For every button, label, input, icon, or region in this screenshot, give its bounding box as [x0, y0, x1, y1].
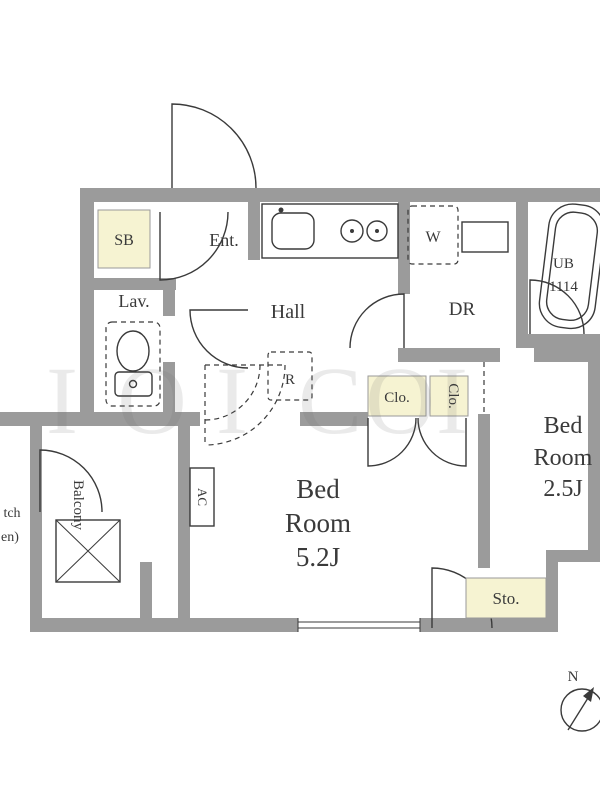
- bedroom-main-label-line3: 5.2J: [296, 542, 340, 572]
- stove-burner-dot: [375, 229, 379, 233]
- bedroom-sub-label-line3: 2.5J: [543, 476, 582, 502]
- toilet-tank: [114, 371, 153, 397]
- hatch-cross: [55, 519, 121, 583]
- toilet-flush: [128, 379, 138, 389]
- wall-segment: [30, 618, 140, 632]
- watermark-letter: O: [365, 347, 434, 454]
- closet-b-box: [429, 375, 469, 417]
- fridge-dash-box: [267, 351, 313, 401]
- compass-n-label: N: [568, 669, 579, 685]
- stove-burner-icon: [366, 220, 388, 242]
- wall-segment: [546, 550, 600, 562]
- ac-label: AC: [195, 488, 210, 506]
- shoe-box: [97, 209, 151, 269]
- wall-segment: [248, 202, 260, 260]
- wall-segment: [178, 412, 190, 618]
- wall-segment: [140, 618, 298, 632]
- watermark: I O I C O I: [46, 347, 468, 454]
- stove-burner-icon: [340, 219, 364, 243]
- watermark-letter: C: [298, 347, 362, 454]
- wall-segment: [163, 290, 175, 316]
- kitchen-clipped-label-1: tch: [3, 506, 20, 521]
- closet-door-arc-right: [417, 417, 467, 467]
- hall-label: Hall: [271, 301, 306, 323]
- dashed-arc: [204, 364, 261, 421]
- kitchen-counter: [261, 203, 399, 259]
- stove-burner-dot: [350, 229, 354, 233]
- wall-segment: [94, 278, 176, 290]
- lavatory-door-arc: [189, 309, 249, 369]
- watermark-letter: I: [216, 347, 248, 454]
- toilet-clearance: [105, 321, 161, 407]
- watermark-letter: O: [117, 347, 186, 454]
- ac-unit: [189, 467, 215, 527]
- wall-segment: [30, 426, 42, 632]
- bedroom-sub-label-line1: Bed: [544, 413, 583, 439]
- dr-label: DR: [449, 299, 476, 320]
- vanity-counter: [461, 221, 509, 253]
- sink-icon: [271, 212, 315, 250]
- wall-segment: [588, 348, 600, 562]
- walls: [0, 188, 600, 632]
- window: [297, 618, 421, 632]
- balcony-door-arc: [39, 449, 103, 513]
- storage-box: [465, 577, 547, 619]
- wall-segment: [516, 334, 600, 348]
- wall-segment: [163, 362, 175, 426]
- wall-segment: [534, 348, 600, 362]
- compass-circle: [560, 688, 600, 732]
- unit-bath-size-label: 1114: [549, 279, 578, 295]
- closet-b-label: Clo.: [445, 383, 461, 408]
- compass-icon: N: [560, 669, 600, 732]
- wall-segment: [516, 202, 528, 346]
- closet-a-label: Clo.: [384, 390, 409, 406]
- refrigerator-label: R: [285, 372, 295, 388]
- unit-bath-label: UB: [553, 256, 574, 272]
- wall-segment: [398, 202, 410, 260]
- storage-label: Sto.: [493, 589, 520, 608]
- bedroom-main-label-line1: Bed: [296, 474, 340, 504]
- wall-segment: [478, 414, 490, 568]
- wall-segment: [140, 562, 152, 632]
- entry-door-arc: [171, 103, 257, 189]
- lavatory-label: Lav.: [118, 291, 149, 311]
- washer-label: W: [425, 229, 441, 246]
- washer-dash-box: [407, 205, 459, 265]
- window-frame: [298, 618, 420, 632]
- wall-segment: [398, 348, 500, 362]
- bathtub-inner: [545, 211, 599, 322]
- bedroom-sub-label-line2: Room: [534, 445, 593, 471]
- entrance-inner-door-arc: [159, 211, 229, 281]
- sliding-partition-dashed-arc: [204, 364, 286, 446]
- wall-segment: [300, 412, 368, 426]
- entrance-label: Ent.: [209, 230, 239, 250]
- dashed-arc: [204, 364, 286, 446]
- wall-segment: [546, 550, 558, 632]
- compass-arrowhead: [583, 687, 594, 702]
- toilet-bowl: [116, 330, 150, 372]
- kitchen-clipped-label-2: en): [1, 530, 19, 545]
- balcony-label: Balcony: [70, 480, 86, 530]
- sb-label: SB: [114, 232, 134, 249]
- wall-segment: [0, 412, 200, 426]
- wall-segment: [80, 188, 94, 426]
- evacuation-hatch-icon: [55, 519, 121, 583]
- bedroom-main-label-line2: Room: [285, 508, 351, 538]
- closet-a-box: [367, 375, 427, 417]
- faucet-icon: [278, 207, 284, 213]
- watermark-letter: I: [46, 347, 78, 454]
- wall-segment: [420, 618, 558, 632]
- toilet-icon: [105, 321, 161, 407]
- unit-bath-door-arc: [529, 279, 585, 335]
- window-glass-lines: [297, 618, 421, 632]
- dashed-arc-leaf: [204, 364, 285, 445]
- watermark-letter: I: [436, 347, 468, 454]
- dr-door-arc: [349, 293, 405, 349]
- wall-segment: [398, 260, 410, 294]
- wall-segment: [80, 188, 600, 202]
- closet-door-arc-left: [367, 417, 417, 467]
- hatch-box: [55, 519, 121, 583]
- compass-needle: [567, 697, 589, 731]
